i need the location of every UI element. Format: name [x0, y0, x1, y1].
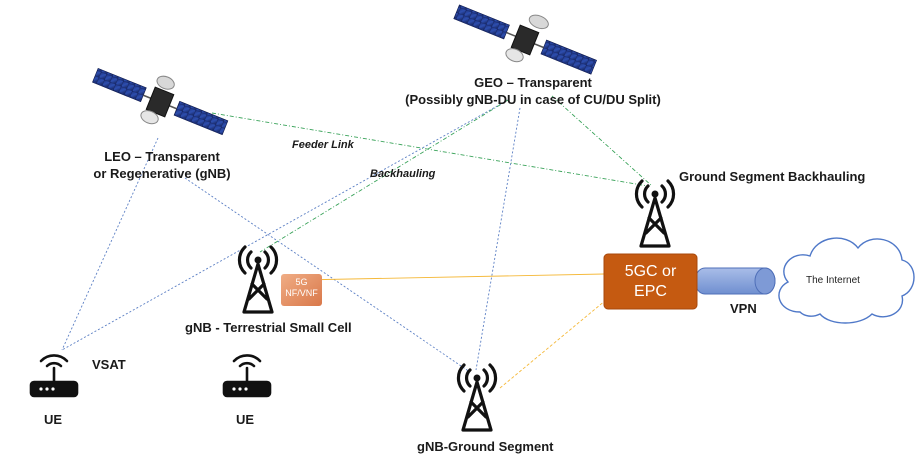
- nfv-box-text: 5G NF/VNF: [281, 277, 322, 299]
- ground-segment-label: gNB-Ground Segment: [417, 439, 554, 454]
- leo-satellite-icon: [92, 67, 229, 136]
- link-geo-backhaul: [551, 95, 653, 187]
- feeder-link-label: Feeder Link: [292, 139, 354, 151]
- leo-label-line1: LEO – Transparent: [104, 149, 220, 164]
- ue-label-mid: UE: [236, 412, 255, 427]
- link-leo-ground-segment: [184, 177, 471, 373]
- nfv-line2: NF/VNF: [285, 288, 318, 298]
- cell-tower-icon-small-cell: [237, 245, 279, 314]
- link-ground-segment-core: [499, 299, 607, 389]
- link-small-cell-core: [299, 273, 605, 281]
- backhauling-label: Backhauling: [370, 168, 436, 180]
- core-line2: EPC: [634, 283, 667, 300]
- nfv-box: [281, 274, 322, 306]
- leo-label: LEO – Transparent or Regenerative (gNB): [92, 148, 232, 182]
- small-cell-label: gNB - Terrestrial Small Cell: [185, 320, 352, 335]
- ue-label-left: UE: [44, 412, 63, 427]
- link-leo-vsat: [61, 137, 159, 351]
- link-geo-small-cell: [259, 99, 509, 253]
- leo-label-line2: or Regenerative (gNB): [93, 166, 231, 181]
- geo-label-line2: (Possibly gNB-DU in case of CU/DU Split): [405, 92, 661, 107]
- internet-label: The Internet: [806, 275, 860, 286]
- cell-tower-icon-ground-segment: [456, 363, 498, 432]
- vpn-label: VPN: [730, 301, 757, 316]
- link-feeder: [211, 112, 649, 187]
- geo-label: GEO – Transparent (Possibly gNB-DU in ca…: [398, 74, 668, 108]
- router-icon-vsat: [29, 354, 79, 398]
- links: [61, 95, 653, 389]
- cloud-icon: [778, 237, 915, 324]
- core-box: [603, 253, 698, 310]
- vsat-label: VSAT: [92, 357, 126, 372]
- router-icon-ue: [222, 354, 272, 398]
- geo-satellite-icon: [453, 4, 597, 75]
- link-geo-ground-segment: [475, 107, 521, 371]
- ground-segment-backhauling-label: Ground Segment Backhauling: [679, 169, 866, 184]
- core-box-text: 5GC or EPC: [604, 262, 697, 302]
- core-line1: 5GC or: [624, 263, 677, 280]
- link-geo-vsat: [61, 99, 509, 351]
- geo-label-line1: GEO – Transparent: [474, 75, 592, 90]
- cell-tower-icon-backhaul: [634, 179, 676, 248]
- vpn-tunnel-icon: [694, 267, 776, 295]
- nfv-line1: 5G: [295, 277, 308, 287]
